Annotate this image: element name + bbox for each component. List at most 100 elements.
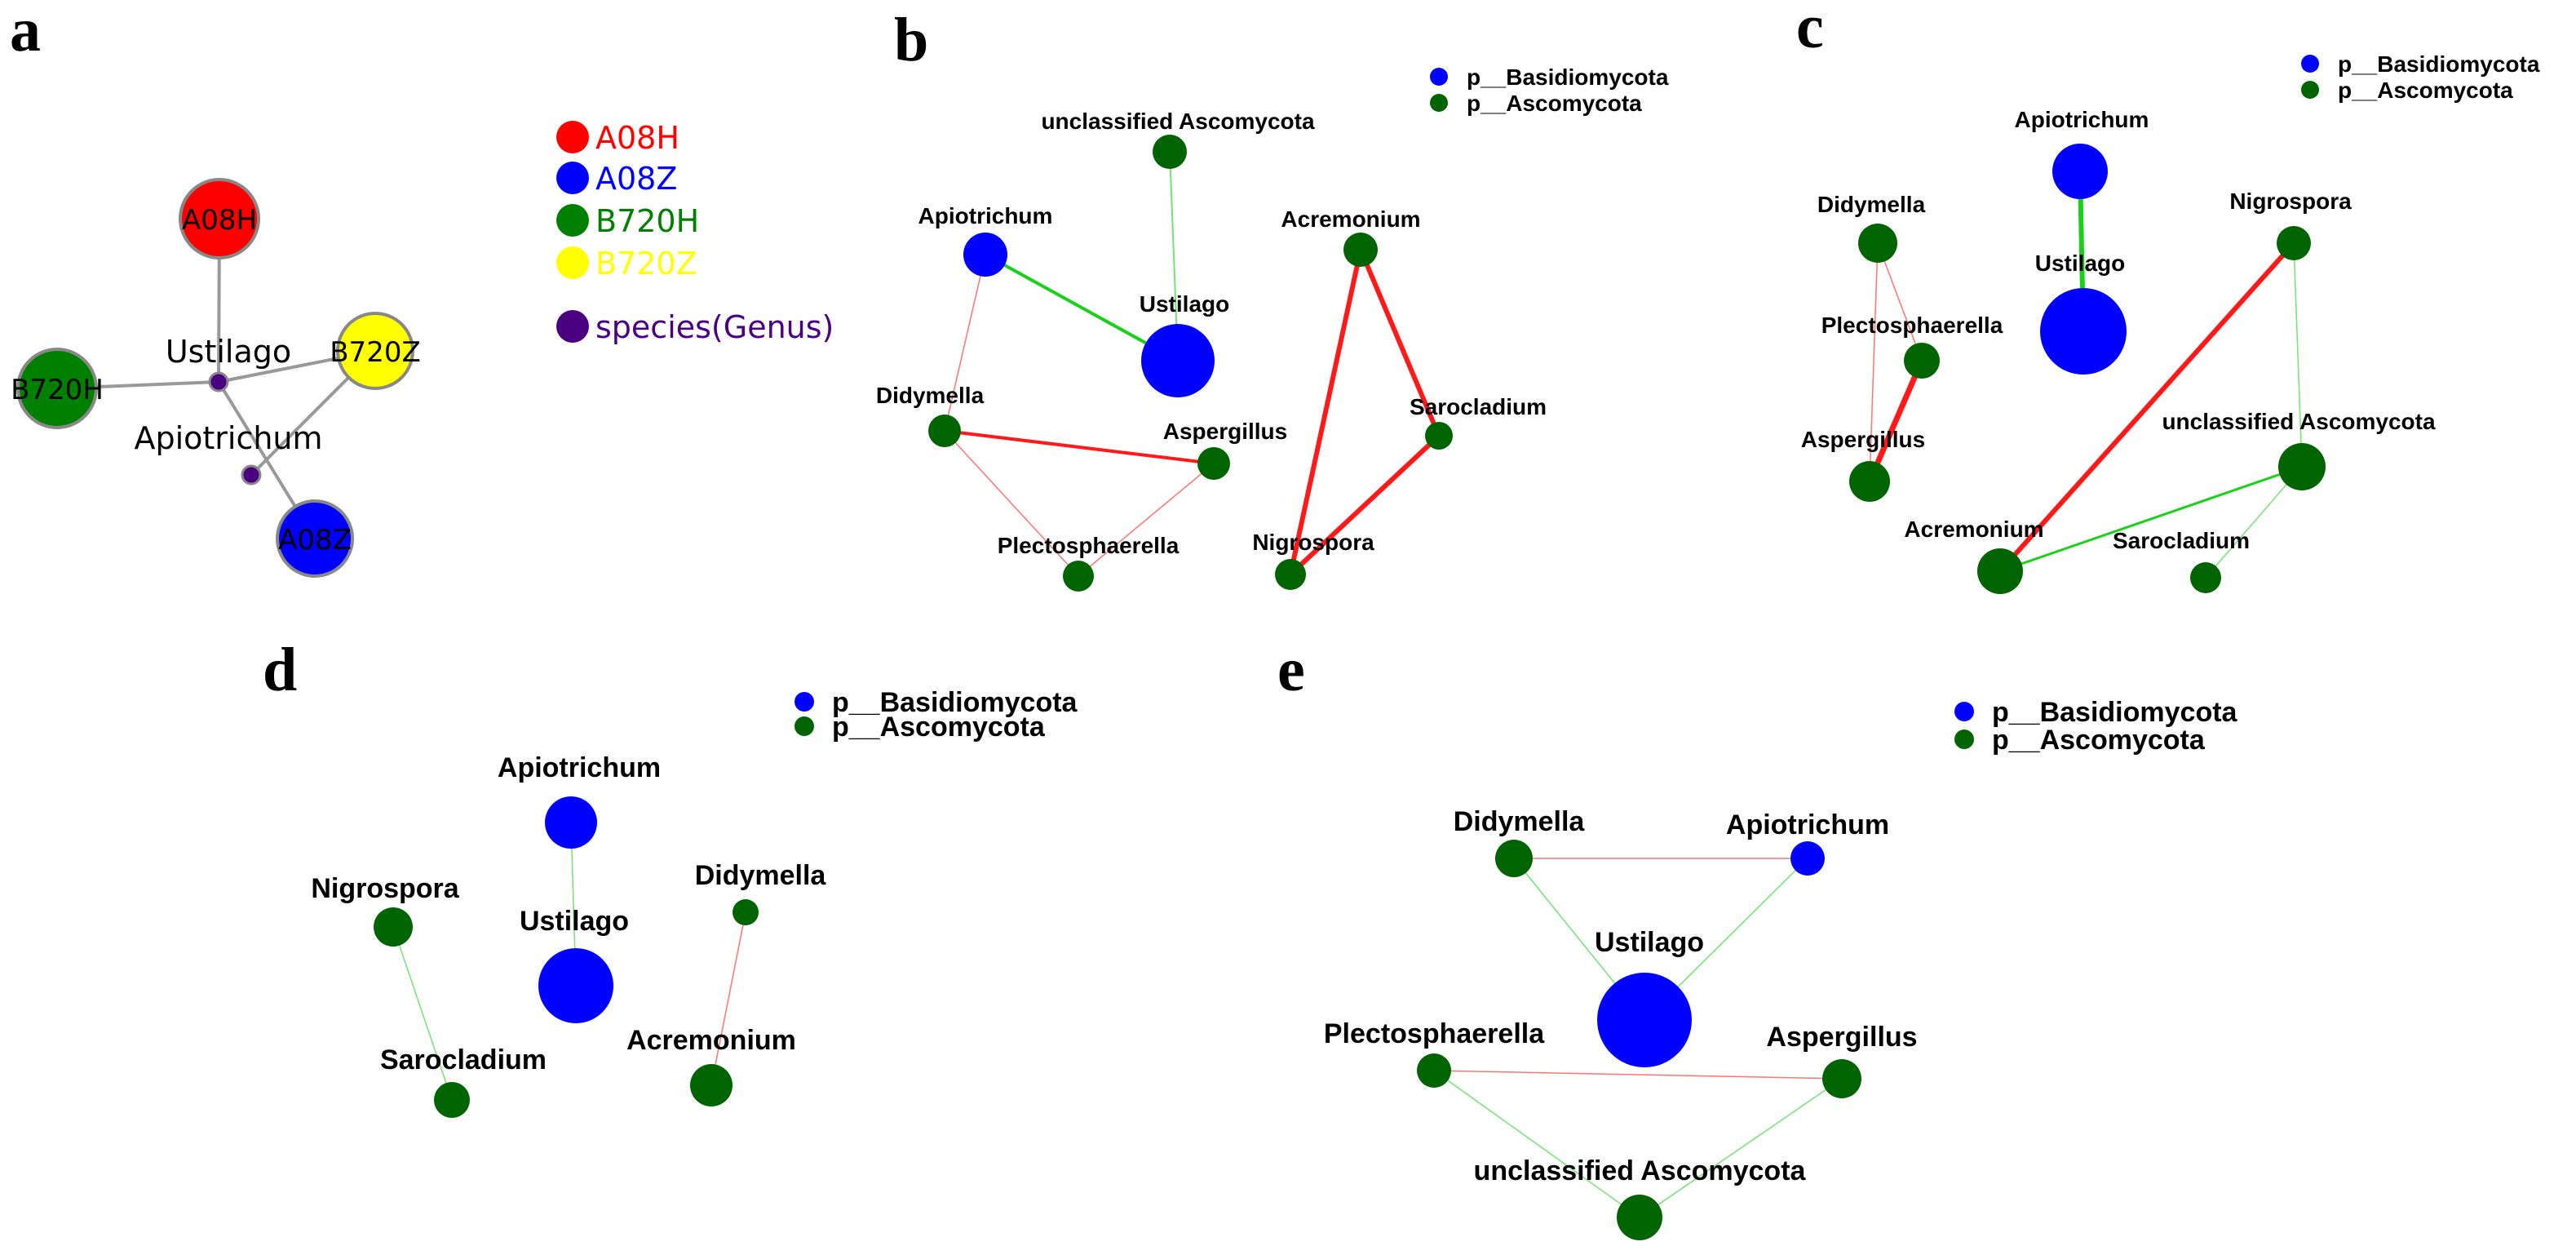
node-label-sarocladium: Sarocladium (1410, 394, 1547, 419)
node-label-unclassified-ascomycota: unclassified Ascomycota (1041, 109, 1315, 134)
legend-dot-ascomycota (2301, 81, 2319, 99)
node-label-acremonium: Acremonium (626, 1025, 796, 1056)
legend-dot-species-genus (556, 310, 589, 343)
node-apiotrichum (2052, 144, 2108, 199)
node-label-ustilago: Ustilago (2035, 251, 2125, 276)
node-didymella (1858, 224, 1897, 263)
node-label-unclassified-ascomycota: unclassified Ascomycota (1474, 1155, 1807, 1186)
legend-dot-b720h (556, 204, 589, 237)
node-label-nigrospora: Nigrospora (1252, 530, 1374, 555)
edge-didymella-aspergillus (1869, 242, 1879, 482)
node-ustilago (1597, 973, 1692, 1067)
node-ustilago (2040, 288, 2127, 375)
edge-apiotrichum-didymella (944, 254, 986, 432)
legend-label-ascomycota: p__Ascomycota (832, 712, 1046, 743)
panel-label-a: a (10, 0, 41, 64)
legend-label-b720z: B720Z (595, 246, 697, 282)
edge-unclassified-ascomycota-acremonium (1999, 465, 2303, 573)
node-label-apiotrichum: Apiotrichum (918, 203, 1053, 228)
legend-label-ascomycota: p__Ascomycota (1992, 725, 2206, 756)
legend-label-basidiomycota: p__Basidiomycota (832, 687, 1078, 718)
legend-dot-basidiomycota (1954, 702, 1974, 721)
edge-didymella-acremonium (710, 911, 746, 1086)
legend-dot-ascomycota (1954, 729, 1974, 749)
genus-label-ustilago: Ustilago (166, 334, 291, 370)
node-label-sarocladium: Sarocladium (2113, 528, 2250, 553)
legend-dot-basidiomycota (794, 692, 814, 712)
legend-dot-ascomycota (794, 716, 814, 736)
edge-sarocladium-nigrospora (1288, 433, 1441, 577)
node-sarocladium (1425, 422, 1453, 450)
sample-node-a08z (276, 499, 354, 578)
sample-label-a08z: A08Z (278, 524, 352, 557)
node-label-ustilago: Ustilago (520, 906, 629, 937)
edge-nigrospora-acremonium (1998, 241, 2296, 574)
panel-label-c: c (1796, 0, 1824, 61)
node-label-apiotrichum: Apiotrichum (1726, 809, 1889, 840)
node-unclassified-ascomycota (1153, 135, 1187, 169)
node-label-plectosphaerella: Plectosphaerella (998, 533, 1180, 558)
node-label-didymella: Didymella (1817, 192, 1926, 217)
node-label-plectosphaerella: Plectosphaerella (1324, 1018, 1545, 1049)
node-label-unclassified-ascomycota: unclassified Ascomycota (2162, 409, 2436, 434)
node-acremonium (1977, 548, 2023, 594)
node-didymella (1495, 840, 1533, 877)
legend-label-basidiomycota: p__Basidiomycota (2338, 51, 2540, 77)
node-nigrospora (374, 907, 413, 947)
edge-plectosphaerella-aspergillus (1433, 1070, 1843, 1080)
panel-label-e: e (1277, 636, 1305, 704)
sample-label-a08h: A08H (182, 204, 257, 237)
node-aspergillus (1197, 447, 1230, 480)
edge-unclassified-ascomycota-sarocladium (2205, 466, 2303, 579)
genus-label-apiotrichum: Apiotrichum (134, 420, 322, 456)
edge-plectosphaerella-unclassified-ascomycota (1433, 1070, 1640, 1218)
sample-label-b720z: B720Z (330, 336, 421, 369)
node-nigrospora (2277, 226, 2311, 260)
edge-nigrospora-unclassified-ascomycota (2293, 242, 2303, 468)
panel-label-b: b (894, 6, 928, 74)
panel-label-d: d (263, 636, 297, 704)
node-label-nigrospora: Nigrospora (311, 873, 459, 904)
edge-didymella-aspergillus (944, 429, 1215, 465)
panel-b-edges (944, 151, 1441, 577)
node-plectosphaerella (1417, 1053, 1451, 1088)
node-label-didymella: Didymella (695, 860, 827, 891)
edge-didymella-plectosphaerella (1877, 242, 1923, 361)
node-label-sarocladium: Sarocladium (380, 1044, 547, 1075)
node-label-aspergillus: Aspergillus (1163, 419, 1287, 444)
panel-c: c p__Basidiomycotap__AscomycotaApiotrichu… (1796, 0, 2540, 594)
legend-dot-basidiomycota (2301, 55, 2319, 73)
node-apiotrichum (963, 233, 1007, 277)
node-label-ustilago: Ustilago (1140, 291, 1229, 317)
sample-node-a08h (179, 178, 260, 259)
node-label-acremonium: Acremonium (1281, 206, 1420, 232)
node-label-apiotrichum: Apiotrichum (2015, 107, 2149, 132)
edge-plectosphaerella-aspergillus (1078, 463, 1215, 577)
node-label-aspergillus: Aspergillus (1766, 1022, 1917, 1053)
node-apiotrichum (545, 796, 597, 849)
node-aspergillus (1822, 1059, 1861, 1098)
legend-dot-b720z (556, 246, 589, 279)
genus-node-apiotrichum (241, 464, 262, 486)
legend-label-ascomycota: p__Ascomycota (2338, 78, 2513, 103)
legend-dot-basidiomycota (1430, 68, 1448, 86)
sample-node-b720h (16, 348, 98, 429)
node-apiotrichum (1790, 841, 1825, 876)
panel-a: aA08HB720HB720ZA08ZUstilagoApiotrichumA0… (10, 0, 834, 578)
node-sarocladium (434, 1082, 470, 1118)
legend-label-basidiomycota: p__Basidiomycota (1992, 697, 2238, 728)
sample-node-b720z (336, 312, 414, 390)
legend-label-basidiomycota: p__Basidiomycota (1467, 64, 1669, 90)
node-acremonium (690, 1064, 733, 1106)
node-label-acremonium: Acremonium (1904, 517, 2043, 542)
node-didymella (928, 415, 961, 447)
legend-label-species-genus: species(Genus) (595, 309, 834, 345)
node-label-aspergillus: Aspergillus (1801, 427, 1925, 452)
